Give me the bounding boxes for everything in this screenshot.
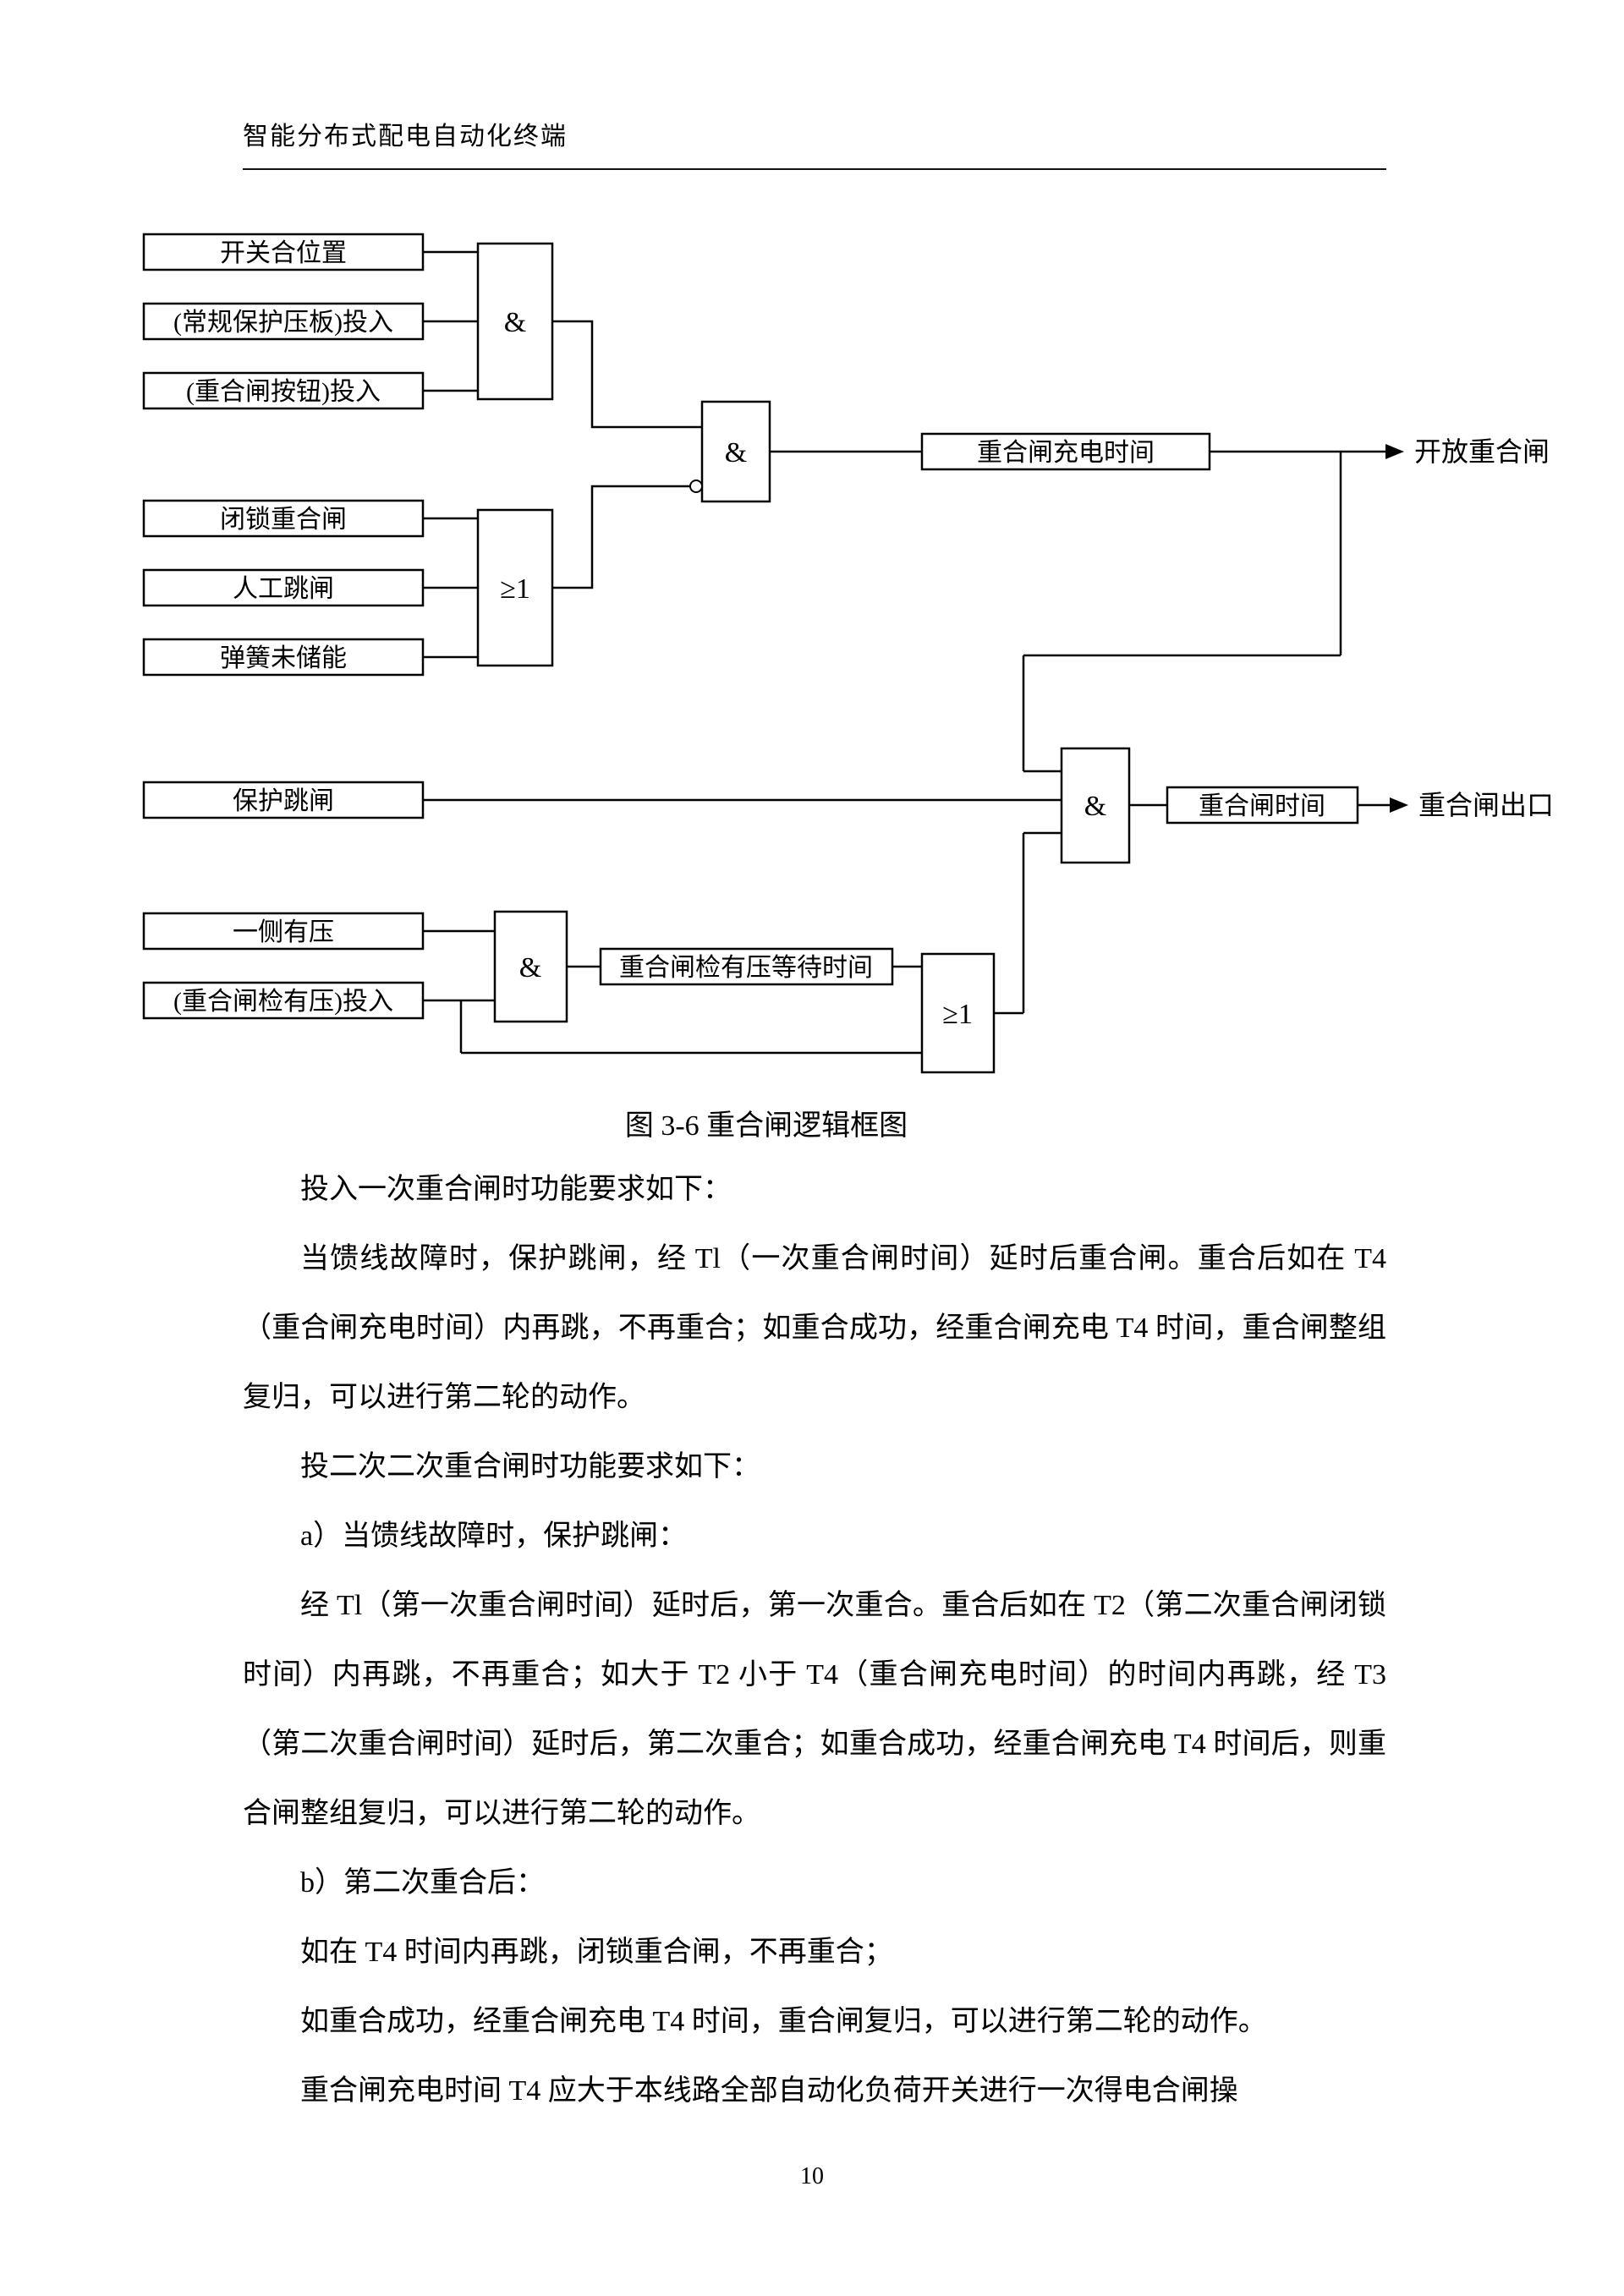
box-label: 人工跳闸	[233, 575, 334, 603]
input-box-spring-not-charged: 弹簧未储能	[142, 638, 425, 677]
paragraph: 当馈线故障时，保护跳闸，经 Tl（一次重合闸时间）延时后重合闸。重合后如在 T4…	[243, 1243, 1386, 1413]
and-gate-label: &	[1084, 791, 1106, 822]
connector-wires	[423, 250, 1391, 1055]
input-box-switch-closed: 开关合位置	[142, 233, 425, 271]
and-gate-label: &	[519, 952, 541, 984]
and-gate-voltage-check: &	[493, 910, 568, 1023]
paragraph: 经 Tl（第一次重合闸时间）延时后，第一次重合。重合后如在 T2（第二次重合闸闭…	[243, 1590, 1386, 1829]
box-label: (重合闸检有压)投入	[173, 988, 393, 1016]
output-label: 开放重合闸	[1414, 436, 1550, 467]
box-label: 一侧有压	[233, 918, 334, 946]
wire	[552, 320, 702, 429]
box-label: 闭锁重合闸	[220, 506, 347, 534]
paragraph: 投二次二次重合闸时功能要求如下：	[300, 1451, 760, 1482]
body-text: 投入一次重合闸时功能要求如下： 当馈线故障时，保护跳闸，经 Tl（一次重合闸时间…	[243, 1155, 1386, 2126]
box-label: 弹簧未储能	[220, 644, 347, 672]
arrow-right-icon	[1390, 797, 1408, 813]
and-gate-label: &	[725, 437, 747, 469]
input-box-protection-plate-on: (常规保护压板)投入	[142, 302, 425, 341]
and-gate-output: &	[1060, 747, 1131, 864]
paragraph: 重合闸充电时间 T4 应大于本线路全部自动化负荷开关进行一次得电合闸操	[300, 2075, 1238, 2107]
and-gate-1: &	[476, 242, 554, 401]
paragraph: a）当馈线故障时，保护跳闸：	[300, 1521, 688, 1552]
paragraph: 如重合成功，经重合闸充电 T4 时间，重合闸复归，可以进行第二轮的动作。	[300, 2006, 1267, 2037]
input-box-one-side-voltage: 一侧有压	[142, 912, 425, 951]
wire	[552, 485, 690, 589]
page-number: 10	[800, 2163, 824, 2189]
voltage-check-wait-box: 重合闸检有压等待时间	[599, 947, 894, 986]
box-label: (常规保护压板)投入	[173, 309, 393, 337]
input-box-lock-reclose: 闭锁重合闸	[142, 499, 425, 538]
reclose-time-box: 重合闸时间	[1166, 786, 1359, 825]
or-gate-2: ≥1	[920, 952, 996, 1074]
negation-bubble-icon	[689, 479, 703, 493]
box-label: 重合闸时间	[1199, 792, 1325, 820]
paragraph: b）第二次重合后：	[300, 1867, 545, 1899]
output-label: 重合闸出口	[1418, 790, 1554, 820]
box-label: (重合闸按钮)投入	[186, 378, 381, 406]
header-rule	[243, 168, 1386, 170]
input-box-manual-trip: 人工跳闸	[142, 568, 425, 607]
or-gate-label: ≥1	[500, 573, 530, 605]
box-label: 保护跳闸	[233, 787, 334, 815]
or-gate-label: ≥1	[942, 999, 973, 1030]
paragraph: 投入一次重合闸时功能要求如下：	[300, 1174, 732, 1205]
and-gate-label: &	[504, 307, 526, 338]
box-label: 开关合位置	[220, 239, 347, 267]
and-gate-2: &	[689, 400, 771, 503]
output-reclose-exit: 重合闸出口	[1390, 790, 1554, 820]
or-gate-1: ≥1	[476, 508, 554, 667]
box-label: 重合闸检有压等待时间	[619, 954, 873, 982]
figure-caption: 图 3-6 重合闸逻辑框图	[624, 1110, 908, 1142]
charge-time-box: 重合闸充电时间	[920, 432, 1211, 471]
paragraph: 如在 T4 时间内再跳，闭锁重合闸，不再重合；	[300, 1937, 893, 1968]
input-box-protection-trip: 保护跳闸	[142, 781, 425, 819]
page-header-title: 智能分布式配电自动化终端	[243, 123, 568, 151]
box-label: 重合闸充电时间	[977, 439, 1155, 467]
output-open-reclose: 开放重合闸	[1385, 436, 1550, 467]
reclosing-logic-diagram: 开关合位置 (常规保护压板)投入 (重合闸按钮)投入 闭锁重合闸 人工跳闸 弹簧…	[142, 233, 1554, 1074]
arrow-right-icon	[1385, 444, 1404, 459]
input-box-reclose-button-on: (重合闸按钮)投入	[142, 371, 425, 410]
input-box-voltage-check-on: (重合闸检有压)投入	[142, 981, 425, 1020]
